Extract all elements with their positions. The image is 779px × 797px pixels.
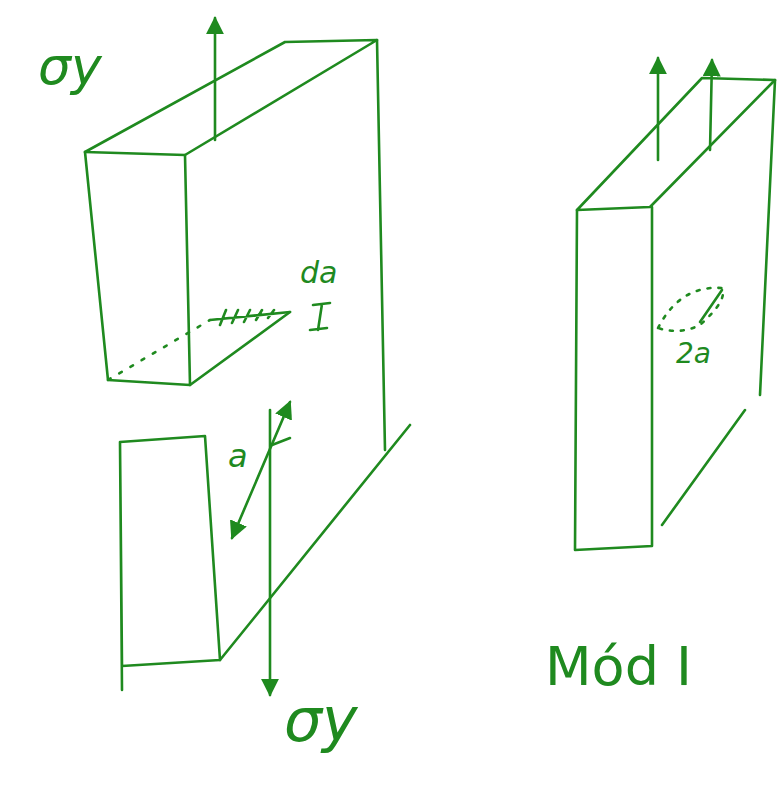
mode-label: Mód I (545, 640, 692, 694)
top-face (85, 40, 377, 155)
crack-increment: da (300, 258, 337, 288)
load-arrow (710, 60, 712, 150)
internal-crack-front (700, 290, 722, 322)
upper-front-face (85, 152, 190, 385)
crack-front-hatch (210, 310, 290, 325)
stress-symbol: σy (38, 40, 102, 92)
back-edge (377, 40, 385, 450)
plate-bottom-edge (662, 410, 745, 525)
plate-front-face (575, 207, 652, 550)
crack-edge (190, 312, 290, 385)
crack-length: 2a (676, 340, 711, 368)
load-arrow (214, 18, 217, 140)
lower-front-face (120, 436, 220, 690)
crack-length: a (228, 440, 248, 472)
stress-symbol: σy (284, 690, 358, 750)
lower-side-edge (220, 425, 410, 660)
crack-extension-mark (310, 303, 330, 330)
load-arrow (657, 58, 660, 160)
internal-crack (658, 288, 723, 331)
plate-back-edge (760, 80, 775, 395)
dimension-tick (272, 438, 290, 445)
crack-hidden-edge (108, 320, 210, 380)
plate-top-face (577, 78, 775, 210)
